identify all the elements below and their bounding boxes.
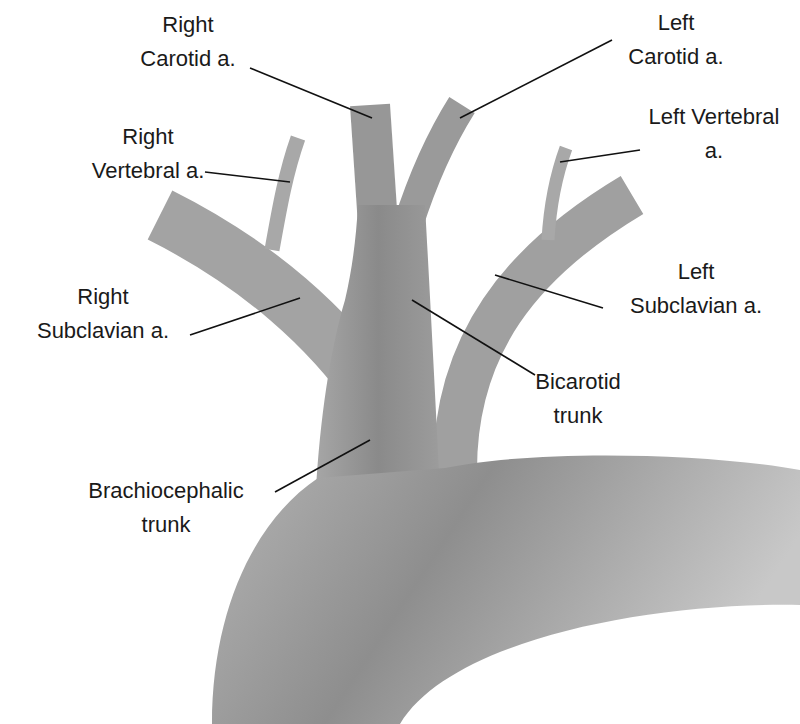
vessels (160, 105, 800, 724)
vessel-label: Bicarotid trunk (522, 365, 634, 433)
vessel-label: Brachiocephalic trunk (79, 474, 254, 542)
aortic-arch (212, 455, 800, 724)
leader-line (205, 172, 290, 182)
vessel-label: Right Subclavian a. (27, 280, 179, 348)
leader-line (190, 298, 300, 335)
leader-line (275, 440, 370, 492)
vessel-label: Right Vertebral a. (79, 120, 217, 188)
right-vertebral-artery (272, 138, 298, 250)
leader-lines (190, 40, 640, 492)
leader-line (495, 275, 603, 308)
brachiocephalic-trunk (316, 205, 440, 490)
leader-line (250, 68, 372, 118)
leader-line (412, 300, 535, 375)
vessel-label: Left Subclavian a. (621, 255, 771, 323)
leader-line (460, 40, 612, 118)
leader-line (560, 150, 640, 162)
vessel-label: Left Carotid a. (620, 6, 732, 74)
vessel-label: Right Carotid a. (129, 8, 247, 76)
vessel-label: Left Vertebral a. (647, 100, 781, 168)
